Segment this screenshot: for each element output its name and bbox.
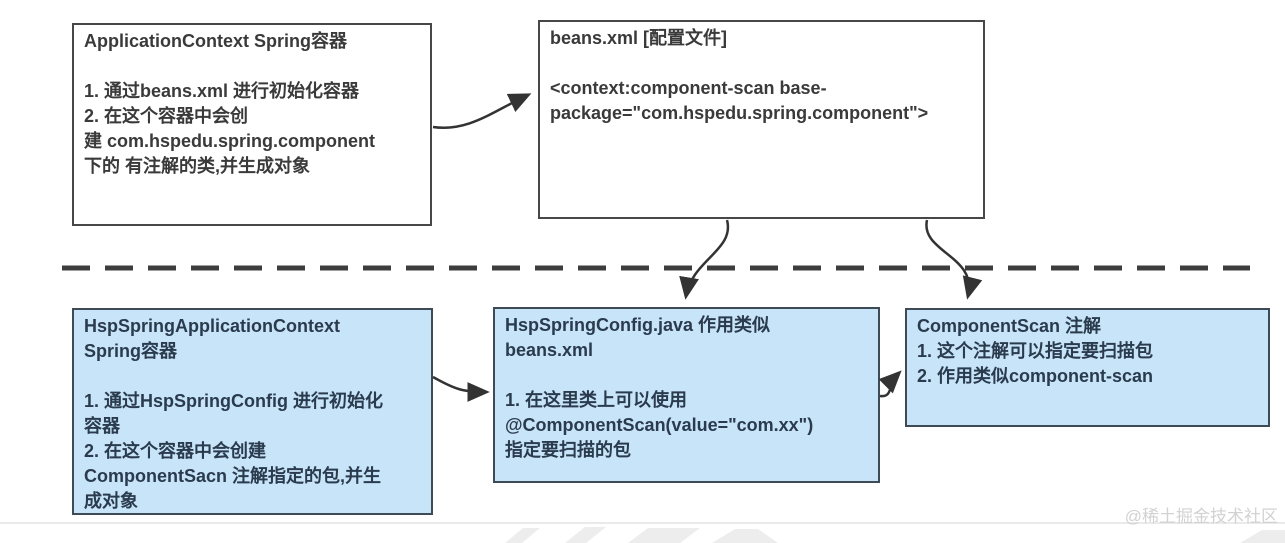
hsp-spring-application-context-box: HspSpringApplicationContext Spring容器 1. … (72, 308, 433, 515)
box-line: <context:component-scan base- (550, 78, 827, 98)
box-line: 2. 在这个容器中会创建 (84, 441, 267, 461)
box-line: 2. 在这个容器中会创 (84, 106, 249, 126)
box-line: beans.xml (505, 340, 594, 360)
arrow-beansxml-to-config-icon (679, 219, 730, 300)
application-context-box: ApplicationContext Spring容器 1. 通过beans.x… (72, 23, 432, 226)
box-line: 1. 在这里类上可以使用 (505, 390, 688, 410)
box-line: 容器 (84, 416, 120, 436)
box-line (505, 363, 868, 388)
box-line: @ComponentScan(value="com.xx") (505, 415, 814, 435)
box-line: 2. 作用类似component-scan (917, 366, 1154, 386)
box-line: HspSpringApplicationContext (84, 316, 340, 336)
box-line: HspSpringConfig.java 作用类似 (505, 315, 771, 335)
box-line (84, 364, 421, 389)
arrow-hspcontext-to-config-icon (432, 375, 490, 402)
box-line: 下的 有注解的类,并生成对象 (84, 156, 311, 176)
box-line: 建 com.hspedu.spring.component (84, 131, 376, 151)
box-line: 成对象 (84, 491, 138, 511)
box-line: package="com.hspedu.spring.component"> (550, 103, 929, 123)
watermark-chevron-icon (505, 527, 1285, 543)
arrow-config-to-componentscan-icon (878, 370, 902, 398)
box-line: ApplicationContext Spring容器 (84, 31, 347, 51)
box-line: 1. 这个注解可以指定要扫描包 (917, 341, 1154, 361)
box-line: beans.xml [配置文件] (550, 28, 728, 48)
arrow-appcontext-to-beansxml-icon (432, 93, 532, 130)
box-line (550, 51, 973, 76)
box-line (84, 54, 420, 79)
box-line: ComponentScan 注解 (917, 316, 1102, 336)
component-scan-box: ComponentScan 注解 1. 这个注解可以指定要扫描包 2. 作用类似… (905, 308, 1270, 427)
box-line: 1. 通过HspSpringConfig 进行初始化 (84, 391, 383, 411)
arrow-beansxml-to-componentscan-icon (925, 219, 983, 300)
box-line: 指定要扫描的包 (505, 440, 631, 460)
hsp-spring-config-box: HspSpringConfig.java 作用类似 beans.xml 1. 在… (493, 307, 880, 483)
box-line: Spring容器 (84, 341, 177, 361)
box-line: 1. 通过beans.xml 进行初始化容器 (84, 81, 360, 101)
site-watermark: @稀土掘金技术社区 (1124, 507, 1278, 526)
box-line: ComponentSacn 注解指定的包,并生 (84, 466, 382, 486)
beans-xml-box: beans.xml [配置文件] <context:component-scan… (538, 20, 985, 219)
